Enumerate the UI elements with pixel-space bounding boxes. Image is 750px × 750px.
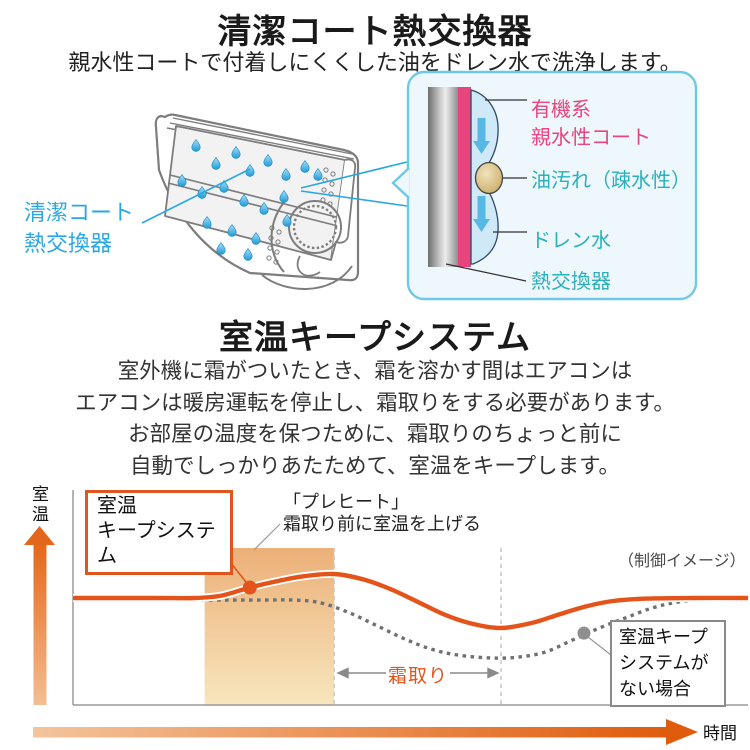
no-system-marker-dot: [577, 626, 591, 640]
label-organic-coat-1: 有機系: [531, 99, 591, 121]
label-organic-coat-2: 親水性コート: [531, 127, 651, 149]
label-drain-water: ドレン水: [531, 230, 611, 252]
unit-label-line2: 熱交換器: [24, 231, 113, 256]
keep-system-box: 室温 キープシステム: [85, 490, 233, 575]
unit-label: 清潔コート 熱交換器: [24, 197, 134, 259]
callout-box: [391, 70, 698, 301]
no-system-line1: 室温キープ: [619, 627, 708, 647]
section2-body: 室外機に霜がついたとき、霜を溶かす間はエアコンは エアコンは暖房運転を停止し、霜…: [0, 356, 750, 482]
keep-box-line2: キープシステム: [97, 520, 216, 567]
unit-label-pointer-line: [141, 168, 251, 224]
callout-line-bottom: [300, 190, 408, 207]
preheat-pointer-line: [253, 523, 281, 551]
body-line-4: 自動でしっかりあたためて、室温をキープします。: [130, 453, 620, 478]
y-axis-arrow: [24, 526, 55, 705]
x-axis-arrow: [33, 719, 698, 745]
no-system-line2: システムが: [619, 653, 709, 673]
section1-title: 清潔コート熱交換器: [217, 13, 533, 51]
preheat-line1: 「プレヒート」: [283, 492, 409, 512]
x-axis-label: 時間: [703, 724, 737, 743]
no-system-box: 室温キープ システムが ない場合: [610, 620, 726, 707]
heat-exchanger-bar: [428, 87, 458, 267]
defrost-span-arrows: [336, 667, 500, 679]
body-line-3: お部屋の温度を保つために、霜取りのちょっと前に: [128, 422, 622, 446]
unit-label-line1: 清潔コート: [24, 200, 135, 225]
preheat-annotation: 「プレヒート」 霜取り前に室温を上げる: [283, 491, 481, 535]
keep-system-marker-dot: [242, 580, 257, 595]
defrost-label: 霜取り: [388, 666, 449, 687]
no-system-line3: ない場合: [619, 679, 691, 699]
section2-title: 室温キープシステム: [219, 319, 531, 357]
water-flow-arrow-top: [473, 118, 490, 154]
keep-box-line1: 室温: [97, 495, 137, 517]
body-line-2: エアコンは暖房運転を停止し、霜取りをする必要があります。: [75, 390, 675, 415]
water-flow-arrow-bottom: [473, 196, 490, 232]
label-oil-stain: 油汚れ（疎水性）: [531, 170, 691, 192]
perforated-panels: [266, 167, 336, 265]
y-axis-label: 室温: [29, 485, 48, 525]
heat-exchanger-diagram: [141, 70, 698, 301]
hydrophilic-coat-stripe: [458, 87, 471, 267]
hex-connector-line: [445, 263, 527, 282]
callout-line-top: [300, 161, 408, 189]
oil-stain-ball: [474, 161, 504, 195]
preheat-line2: 霜取り前に室温を上げる: [283, 514, 481, 534]
label-heat-exchanger: 熱交換器: [531, 271, 611, 293]
body-line-1: 室外機に霜がついたとき、霜を溶かす間はエアコンは: [117, 359, 633, 383]
no-system-pointer-line: [587, 636, 612, 656]
keep-system-curve: [72, 571, 749, 631]
water-droplets: [177, 138, 323, 261]
no-system-curve: [73, 594, 749, 660]
control-image-note: （制御イメージ）: [618, 553, 746, 570]
